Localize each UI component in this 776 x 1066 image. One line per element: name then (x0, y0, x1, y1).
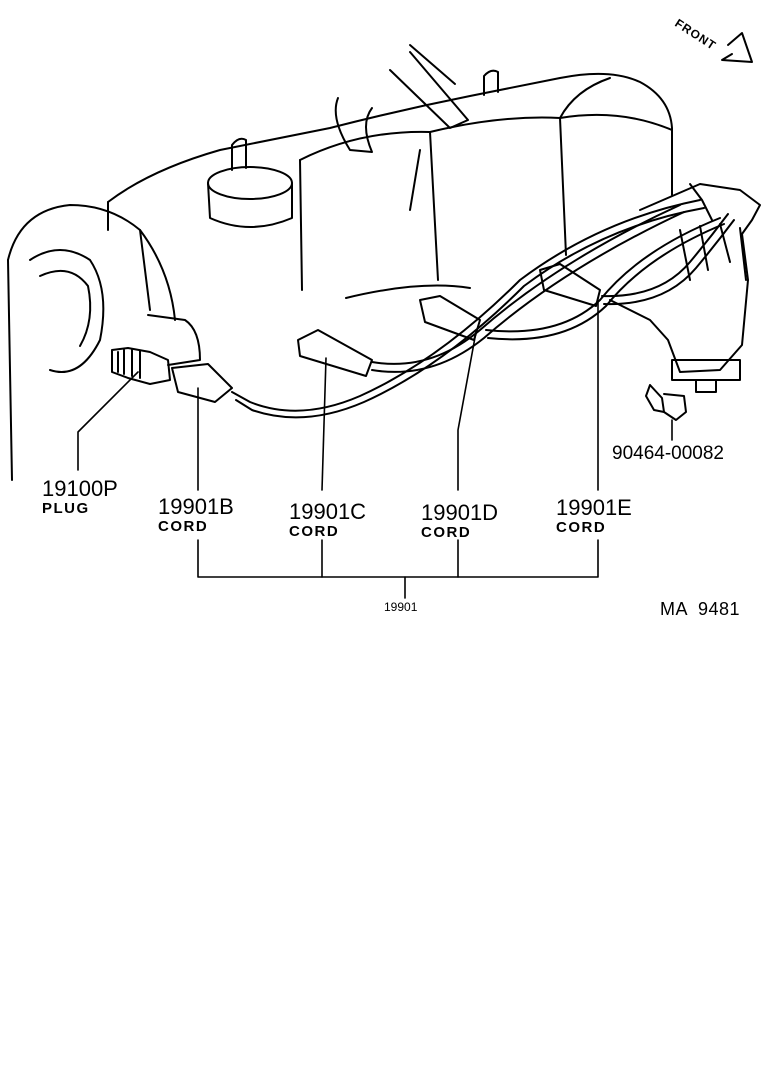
figure-code: MA 9481 (660, 599, 741, 619)
ignition-cords (171, 199, 735, 419)
part-name-cord-e: CORD (556, 519, 607, 536)
part-number-90464-00082: 90464-00082 (612, 443, 724, 464)
front-arrow-icon (721, 32, 753, 63)
part-name-cord-d: CORD (421, 524, 472, 541)
spark-plug-shape (111, 347, 171, 385)
part-number-19901c: 19901C (289, 499, 367, 524)
part-number-19901e: 19901E (556, 495, 632, 520)
timing-cover-outline (7, 204, 201, 481)
part-number-19901b: 19901B (158, 494, 234, 519)
part-name-cord-b: CORD (158, 518, 209, 535)
engine-block-outline (107, 44, 673, 299)
part-name-plug: PLUG (42, 500, 90, 517)
part-number-19901d: 19901D (421, 500, 499, 525)
distributor-shape (609, 183, 761, 393)
assembly-number: 19901 (384, 600, 418, 614)
part-name-cord-c: CORD (289, 523, 340, 540)
leader-lines (77, 299, 673, 599)
cord-clamp-shape (645, 384, 687, 421)
part-number-19100p: 19100P (42, 476, 118, 501)
